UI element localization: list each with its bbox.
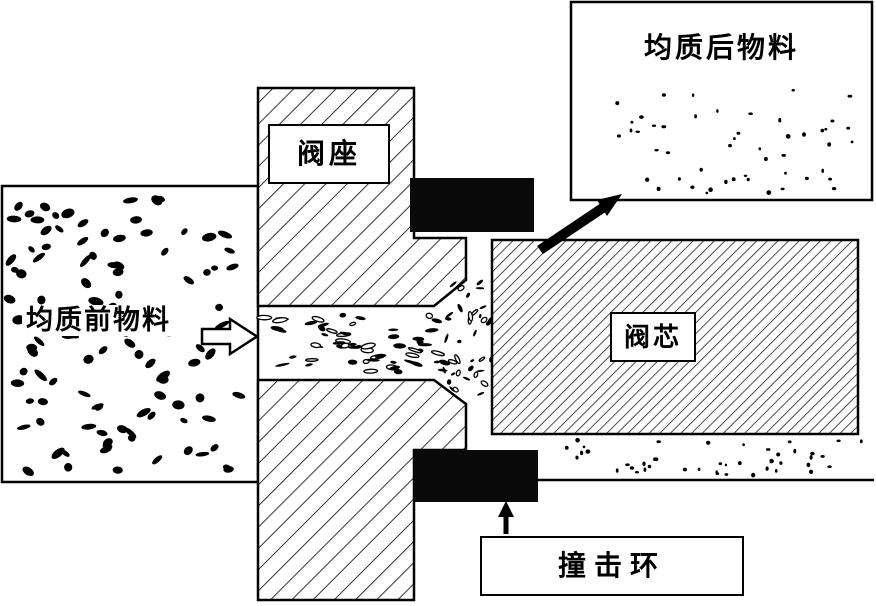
impact-ring-upper-segment: [410, 178, 534, 232]
impact-ring-lower-segment: [414, 450, 538, 502]
impact-ring-label: 撞击环: [480, 536, 744, 596]
outlet-chamber-box: [569, 0, 874, 202]
particles-before-field: [3, 195, 246, 477]
valve-seat-label: 阀座: [268, 124, 390, 184]
impact-ring-pointer-arrow: [498, 501, 514, 534]
particles-channel-field: [256, 312, 452, 375]
dots-after-bottom-field: [564, 437, 863, 478]
material-after-label: 均质后物料: [644, 32, 800, 63]
valve-core-label: 阀芯: [610, 312, 696, 362]
outlet-flow-arrow: [537, 194, 622, 255]
material-before-label: 均质前物料: [22, 305, 175, 336]
dots-after-top-field: [615, 88, 854, 196]
inlet-flow-arrow: [200, 316, 260, 357]
particles-spray-field: [437, 279, 494, 396]
valve-seat-lower-block: [256, 378, 468, 602]
